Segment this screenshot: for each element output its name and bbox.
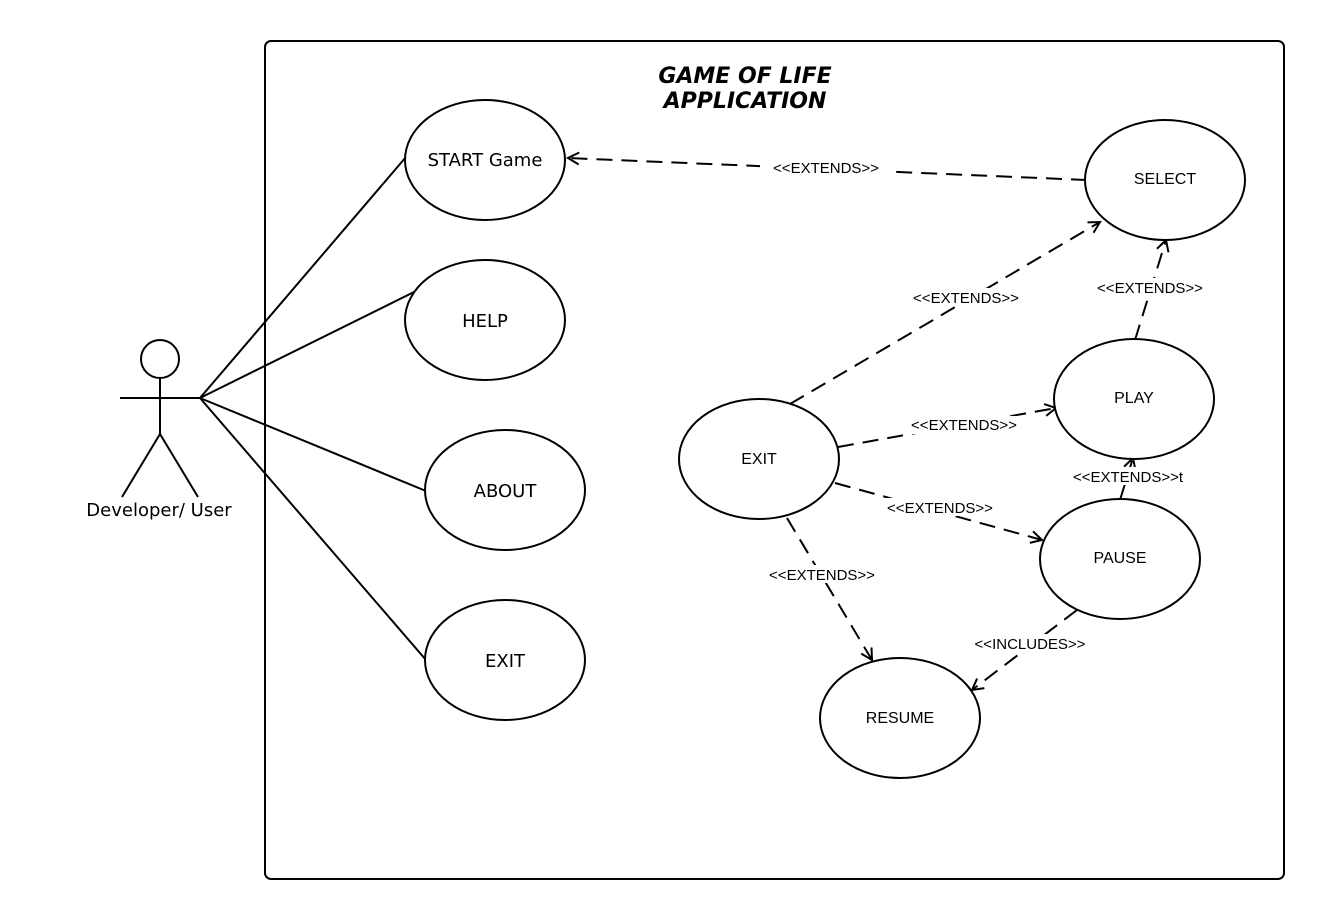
actor-right-leg (159, 433, 199, 498)
use-case-help[interactable] (404, 259, 566, 381)
rel-label-play-to-select: <<EXTENDS>> (1097, 280, 1203, 297)
association-line-help (199, 291, 415, 399)
use-case-start-game[interactable] (404, 99, 566, 221)
actor-head (140, 339, 180, 379)
use-case-resume-label: RESUME (866, 710, 934, 727)
use-case-exit[interactable] (678, 398, 840, 520)
rel-label-exit-to-select: <<EXTENDS>> (913, 290, 1019, 307)
use-case-exit-label: EXIT (741, 451, 777, 468)
use-case-start-game-label: START Game (428, 150, 543, 171)
actor-left-leg (121, 433, 161, 498)
rel-label-pause-to-play: <<EXTENDS>>t (1073, 469, 1184, 486)
diagram-title-line1: GAME OF LIFE (658, 64, 831, 89)
rel-label-exit-to-pause: <<EXTENDS>> (887, 500, 993, 517)
use-case-help-label: HELP (462, 311, 508, 332)
rel-label-exit-to-resume: <<EXTENDS>> (769, 567, 875, 584)
label-bg-pause-to-play (1060, 467, 1196, 485)
use-case-pause-label: PAUSE (1093, 550, 1146, 567)
label-bg-exit-to-resume (756, 565, 888, 583)
rel-exit-to-resume (786, 517, 872, 660)
use-case-about[interactable] (424, 429, 586, 551)
rel-label-select-to-start: <<EXTENDS>> (773, 160, 879, 177)
actor-label: Developer/ User (86, 500, 232, 521)
use-case-play[interactable] (1053, 338, 1215, 460)
use-case-pause[interactable] (1039, 498, 1201, 620)
rel-label-pause-to-resume: <<INCLUDES>> (975, 636, 1086, 653)
diagram-title-line2: APPLICATION (662, 89, 827, 114)
use-case-select-label: SELECT (1134, 171, 1196, 188)
label-bg-select-to-start (760, 158, 892, 176)
actor-figure (120, 339, 200, 498)
rel-exit-to-select (789, 222, 1100, 405)
label-bg-exit-to-select (900, 288, 1032, 306)
rel-pause-to-play (1119, 458, 1133, 501)
rel-label-exit-to-play: <<EXTENDS>> (911, 417, 1017, 434)
use-case-about-label: ABOUT (474, 481, 538, 502)
system-boundary (264, 40, 1285, 880)
label-bg-pause-to-resume (962, 634, 1098, 652)
use-case-select[interactable] (1084, 119, 1246, 241)
use-case-play-label: PLAY (1114, 390, 1154, 407)
association-line-about (199, 397, 427, 492)
use-case-resume[interactable] (819, 657, 981, 779)
use-case-exit-menu-label: EXIT (485, 651, 526, 672)
use-case-exit-menu[interactable] (424, 599, 586, 721)
label-bg-exit-to-play (898, 416, 1030, 434)
rel-pause-to-resume (972, 609, 1078, 690)
association-line-exit-menu (199, 397, 427, 661)
label-bg-play-to-select (1084, 278, 1216, 296)
label-bg-exit-to-pause (874, 498, 1006, 516)
association-line-start (199, 156, 407, 399)
